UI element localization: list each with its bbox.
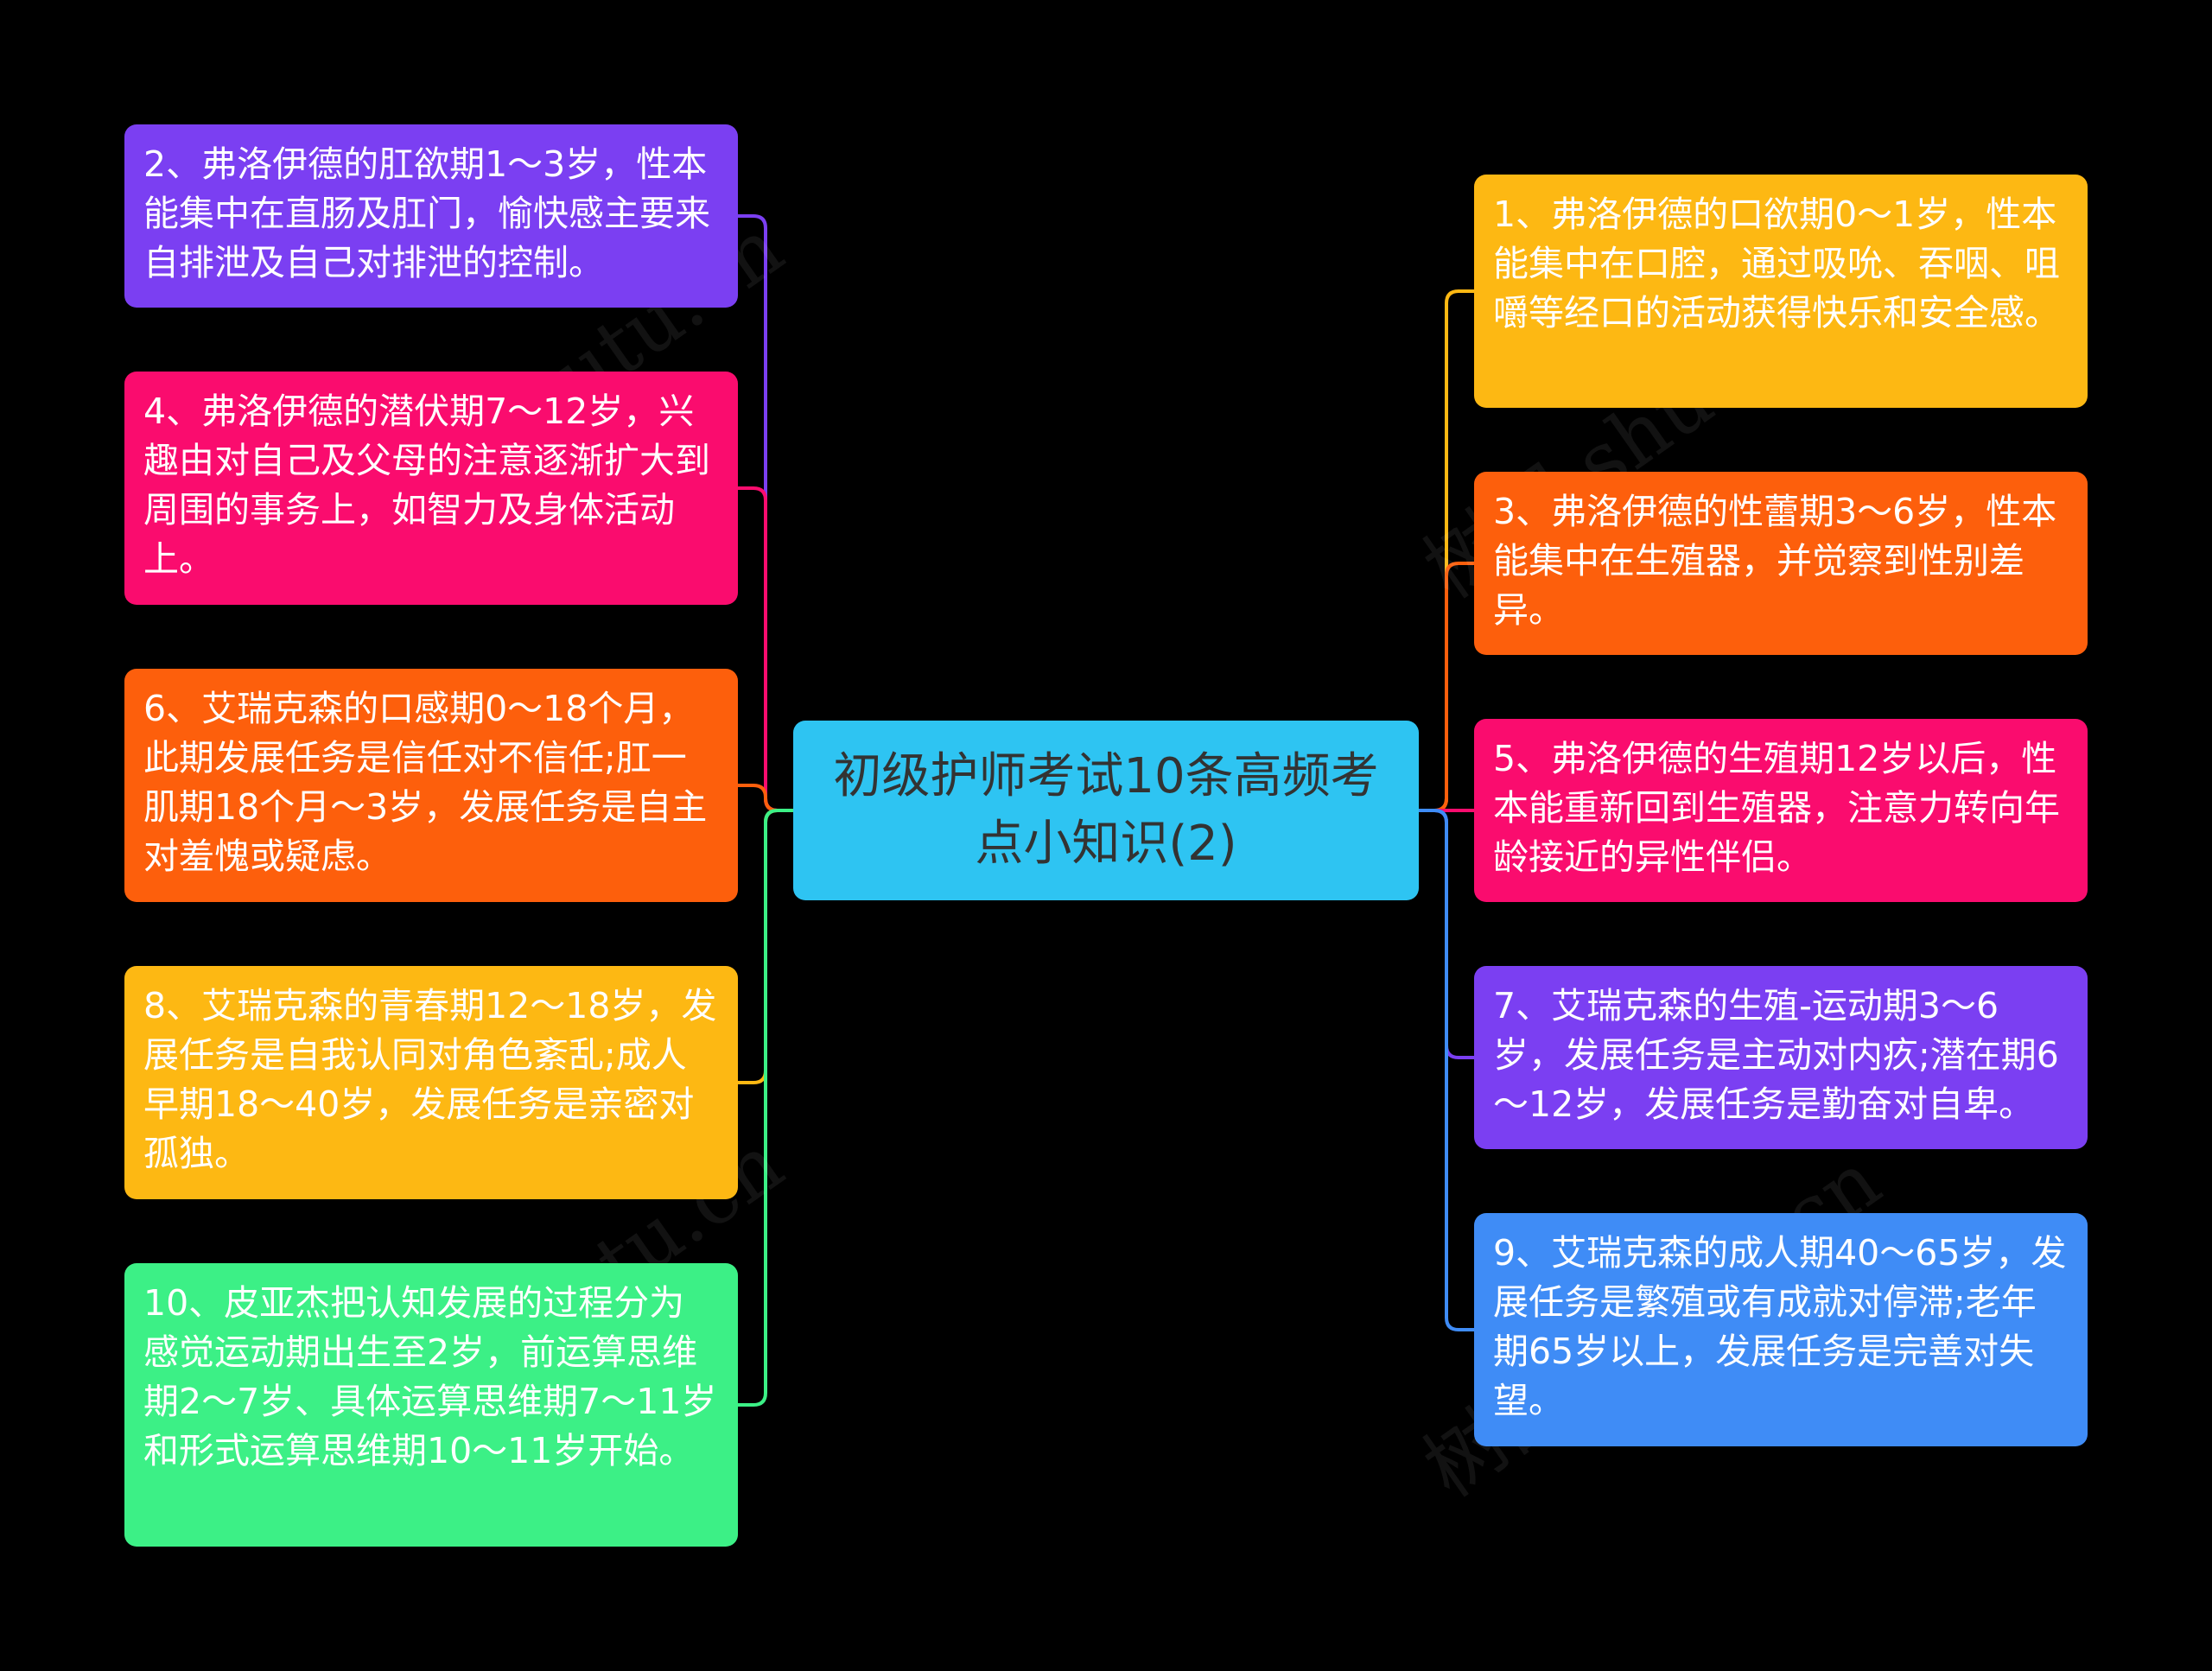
topic-node-label: 6、艾瑞克森的口感期0～18个月，此期发展任务是信任对不信任;肛一肌期18个月～…	[143, 688, 708, 877]
topic-node-label: 5、弗洛伊德的生殖期12岁以后，性本能重新回到生殖器，注意力转向年龄接近的异性伴…	[1493, 738, 2060, 878]
topic-node-4[interactable]: 4、弗洛伊德的潜伏期7～12岁，兴趣由对自己及父母的注意逐渐扩大到周围的事务上，…	[124, 372, 738, 605]
topic-node-label: 10、皮亚杰把认知发展的过程分为感觉运动期出生至2岁，前运算思维期2～7岁、具体…	[143, 1282, 717, 1471]
topic-node-label: 1、弗洛伊德的口欲期0～1岁，性本能集中在口腔，通过吸吮、吞咽、咀嚼等经口的活动…	[1493, 194, 2060, 334]
topic-node-label: 9、艾瑞克森的成人期40～65岁，发展任务是繁殖或有成就对停滞;老年期65岁以上…	[1493, 1232, 2067, 1421]
connector-line	[1417, 562, 1476, 812]
topic-node-10[interactable]: 10、皮亚杰把认知发展的过程分为感觉运动期出生至2岁，前运算思维期2～7岁、具体…	[124, 1263, 738, 1547]
topic-node-label: 7、艾瑞克森的生殖-运动期3～6岁，发展任务是主动对内疚;潜在期6～12岁，发展…	[1493, 985, 2059, 1125]
connector-line	[736, 809, 795, 1407]
central-topic[interactable]: 初级护师考试10条高频考点小知识(2)	[793, 721, 1419, 900]
central-topic-label: 初级护师考试10条高频考点小知识(2)	[833, 748, 1379, 872]
topic-node-2[interactable]: 2、弗洛伊德的肛欲期1～3岁，性本能集中在直肠及肛门，愉快感主要来自排泄及自己对…	[124, 124, 738, 308]
topic-node-label: 2、弗洛伊德的肛欲期1～3岁，性本能集中在直肠及肛门，愉快感主要来自排泄及自己对…	[143, 143, 710, 283]
topic-node-6[interactable]: 6、艾瑞克森的口感期0～18个月，此期发展任务是信任对不信任;肛一肌期18个月～…	[124, 669, 738, 902]
topic-node-3[interactable]: 3、弗洛伊德的性蕾期3～6岁，性本能集中在生殖器，并觉察到性别差异。	[1474, 472, 2088, 655]
connector-line	[736, 486, 795, 812]
topic-node-5[interactable]: 5、弗洛伊德的生殖期12岁以后，性本能重新回到生殖器，注意力转向年龄接近的异性伴…	[1474, 719, 2088, 902]
topic-node-label: 3、弗洛伊德的性蕾期3～6岁，性本能集中在生殖器，并觉察到性别差异。	[1493, 491, 2057, 631]
topic-node-8[interactable]: 8、艾瑞克森的青春期12～18岁，发展任务是自我认同对角色紊乱;成人早期18～4…	[124, 966, 738, 1199]
topic-node-9[interactable]: 9、艾瑞克森的成人期40～65岁，发展任务是繁殖或有成就对停滞;老年期65岁以上…	[1474, 1213, 2088, 1446]
connector-line	[1417, 809, 1476, 1331]
topic-node-label: 8、艾瑞克森的青春期12～18岁，发展任务是自我认同对角色紊乱;成人早期18～4…	[143, 985, 717, 1174]
topic-node-1[interactable]: 1、弗洛伊德的口欲期0～1岁，性本能集中在口腔，通过吸吮、吞咽、咀嚼等经口的活动…	[1474, 175, 2088, 408]
topic-node-label: 4、弗洛伊德的潜伏期7～12岁，兴趣由对自己及父母的注意逐渐扩大到周围的事务上，…	[143, 391, 710, 580]
topic-node-7[interactable]: 7、艾瑞克森的生殖-运动期3～6岁，发展任务是主动对内疚;潜在期6～12岁，发展…	[1474, 966, 2088, 1149]
